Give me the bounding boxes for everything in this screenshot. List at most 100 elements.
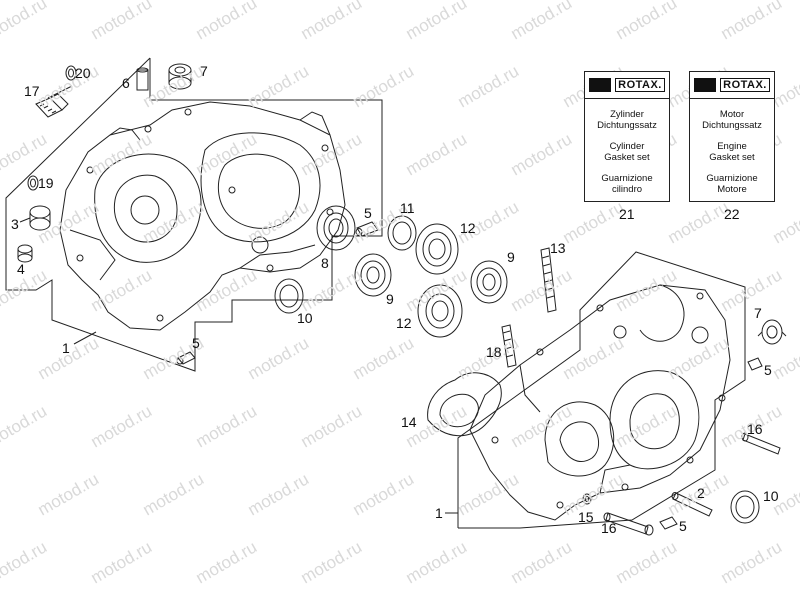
right-crankcase-half[interactable] [469, 284, 731, 521]
callout-5-right[interactable]: 5 [764, 362, 772, 378]
callout-22[interactable]: 22 [724, 206, 740, 222]
oil-seal-19[interactable] [27, 175, 39, 191]
callout-12-upper[interactable]: 12 [460, 220, 476, 236]
callout-5-mid[interactable]: 5 [364, 205, 372, 221]
bushing-4[interactable] [17, 244, 33, 263]
watermark-text: motod.ru [508, 0, 576, 43]
callout-9-left[interactable]: 9 [386, 291, 394, 307]
callout-15[interactable]: 15 [578, 509, 594, 525]
watermark-text: motod.ru [770, 197, 800, 247]
watermark-text: motod.ru [508, 401, 576, 451]
callout-20[interactable]: 20 [75, 65, 91, 81]
callout-3[interactable]: 3 [11, 216, 19, 232]
callout-16-bottom[interactable]: 16 [601, 520, 617, 536]
kit-label-de: Zylinder Dichtungssatz [585, 109, 669, 131]
watermark-text: motod.ru [350, 469, 418, 519]
callout-19[interactable]: 19 [38, 175, 54, 191]
callout-2[interactable]: 2 [697, 485, 705, 501]
callout-13[interactable]: 13 [550, 240, 566, 256]
watermark-text: motod.ru [455, 61, 523, 111]
watermark-text: motod.ru [35, 197, 103, 247]
watermark-text: motod.ru [403, 129, 471, 179]
watermark-text: motod.ru [508, 537, 576, 587]
dowel-pin-5-mid[interactable] [355, 221, 379, 237]
callout-5-left[interactable]: 5 [192, 335, 200, 351]
watermark-text: motod.ru [770, 333, 800, 383]
callout-7-top[interactable]: 7 [200, 63, 208, 79]
left-crankcase-half[interactable] [59, 101, 346, 331]
callout-11[interactable]: 11 [400, 200, 415, 216]
watermark-text: motod.ru [665, 197, 733, 247]
sleeve-7-right[interactable] [757, 319, 787, 345]
seal-10-upper[interactable] [274, 278, 304, 314]
bushing-3[interactable] [29, 205, 51, 231]
watermark-text: motod.ru [613, 0, 681, 43]
callout-1-left[interactable]: 1 [62, 340, 70, 356]
kit-label-de: Motor Dichtungssatz [690, 109, 774, 131]
rotax-logo-text: ROTAX. [720, 78, 770, 92]
kit-box-cylinder-gasket[interactable]: ROTAX. Zylinder Dichtungssatz Cylinder G… [584, 71, 670, 202]
watermark-text: motod.ru [613, 537, 681, 587]
kit-label-it: Guarnizione cilindro [585, 173, 669, 195]
rotax-emblem-icon [694, 78, 717, 92]
rotax-emblem-icon [589, 78, 612, 92]
callout-14[interactable]: 14 [401, 414, 417, 430]
worm-shaft-17[interactable] [35, 93, 69, 118]
watermark-text: motod.ru [350, 333, 418, 383]
gasket-14[interactable] [427, 372, 502, 437]
kit-line: Engine [717, 141, 747, 152]
callout-21[interactable]: 21 [619, 206, 635, 222]
callout-8[interactable]: 8 [321, 255, 329, 271]
kit-label-en: Cylinder Gasket set [585, 141, 669, 163]
dowel-2[interactable] [671, 492, 713, 517]
watermark-text: motod.ru [0, 129, 50, 179]
callout-7-right[interactable]: 7 [754, 305, 762, 321]
seal-11[interactable] [387, 215, 417, 251]
bearing-12-lower[interactable] [417, 284, 463, 338]
left-assembly-bracket [5, 57, 383, 372]
bolt-16-bottom[interactable] [603, 512, 654, 536]
watermark-text: motod.ru [0, 265, 50, 315]
dowel-pin-6[interactable] [136, 67, 149, 91]
callout-17[interactable]: 17 [24, 83, 40, 99]
callout-18[interactable]: 18 [486, 344, 502, 360]
washer-15[interactable] [582, 493, 592, 505]
callout-10-upper[interactable]: 10 [297, 310, 313, 326]
callout-12-lower[interactable]: 12 [396, 315, 412, 331]
oil-seal-20[interactable] [65, 65, 77, 81]
bearing-12-upper[interactable] [415, 223, 459, 275]
callout-9-right[interactable]: 9 [507, 249, 515, 265]
dowel-pin-5-left[interactable] [176, 351, 196, 365]
watermark-text: motod.ru [560, 333, 628, 383]
watermark-text: motod.ru [350, 61, 418, 111]
watermark-text: motod.ru [403, 537, 471, 587]
bolt-16-right[interactable] [741, 432, 781, 455]
watermark-text: motod.ru [560, 197, 628, 247]
watermark-text: motod.ru [88, 265, 156, 315]
stud-18[interactable] [501, 324, 517, 368]
callout-16-right[interactable]: 16 [747, 421, 763, 437]
callout-4[interactable]: 4 [17, 261, 25, 277]
dowel-pin-5-right[interactable] [747, 357, 763, 371]
kit-line: Gasket set [604, 152, 650, 163]
stud-13[interactable] [540, 247, 557, 313]
sleeve-7-top[interactable] [168, 63, 192, 90]
dowel-pin-5-bottom[interactable] [659, 516, 678, 530]
watermark-text: motod.ru [193, 537, 261, 587]
callout-10-lower[interactable]: 10 [763, 488, 779, 504]
bearing-9-left[interactable] [354, 253, 392, 297]
watermark-text: motod.ru [193, 401, 261, 451]
watermark-text: motod.ru [0, 0, 50, 43]
callout-6[interactable]: 6 [122, 75, 130, 91]
seal-10-lower[interactable] [730, 490, 760, 524]
watermark-text: motod.ru [508, 129, 576, 179]
bearing-8[interactable] [316, 205, 356, 251]
watermark-text: motod.ru [298, 129, 366, 179]
bearing-9-right[interactable] [470, 260, 508, 304]
callout-1-right[interactable]: 1 [435, 505, 443, 521]
callout-5-bottom[interactable]: 5 [679, 518, 687, 534]
kit-label-it: Guarnizione Motore [690, 173, 774, 195]
watermark-text: motod.ru [245, 333, 313, 383]
watermark-text: motod.ru [298, 265, 366, 315]
kit-box-engine-gasket[interactable]: ROTAX. Motor Dichtungssatz Engine Gasket… [689, 71, 775, 202]
